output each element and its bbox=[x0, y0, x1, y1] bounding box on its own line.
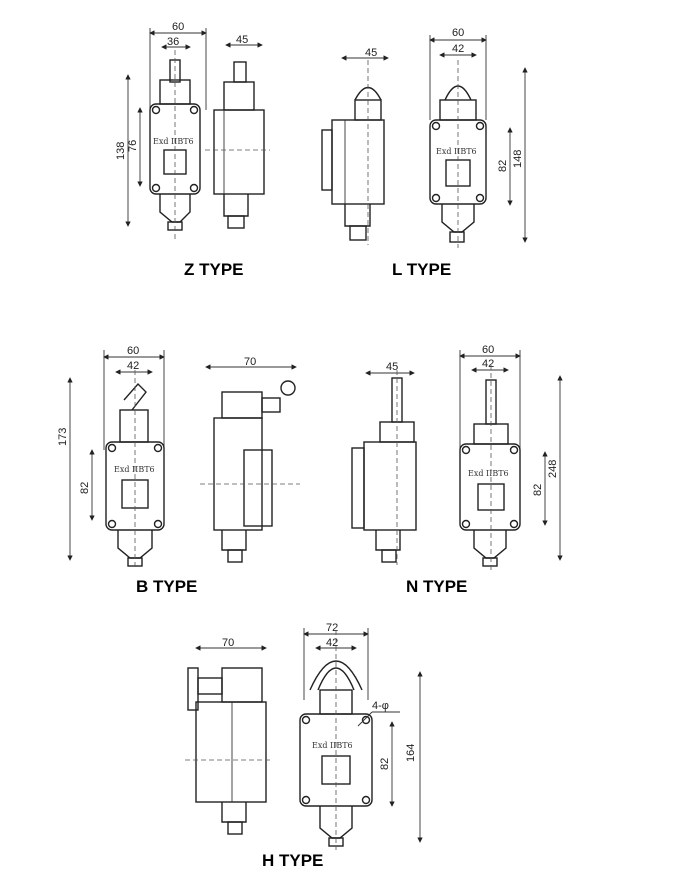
h-width-outer-dim: 72 bbox=[326, 622, 338, 634]
n-type-side-view: 45 bbox=[351, 361, 417, 565]
z-type-front-view: 60 36 138 76 Exd IIBT6 bbox=[115, 21, 207, 240]
h-width-inner-dim: 42 bbox=[326, 637, 338, 649]
z-width-outer-dim: 60 bbox=[172, 21, 184, 33]
n-type-label: N TYPE bbox=[406, 577, 467, 596]
h-height-total-dim: 164 bbox=[405, 744, 417, 762]
n-width-inner-dim: 42 bbox=[482, 358, 494, 370]
l-marking-text: Exd IIBT6 bbox=[436, 147, 477, 156]
l-width-inner-dim: 42 bbox=[452, 43, 464, 55]
z-type-side-view: 45 bbox=[205, 34, 270, 229]
h-height-mount-dim: 82 bbox=[379, 758, 391, 770]
h-holes-label: 4-φ bbox=[372, 700, 389, 712]
z-height-total-dim: 138 bbox=[115, 142, 127, 160]
n-height-total-dim: 248 bbox=[547, 460, 559, 478]
h-type-side-view: 70 bbox=[185, 637, 272, 835]
z-width-inner-dim: 36 bbox=[167, 36, 179, 48]
l-height-total-dim: 148 bbox=[512, 150, 524, 168]
h-type-label: H TYPE bbox=[262, 851, 323, 870]
b-side-width-dim: 70 bbox=[244, 356, 256, 368]
z-marking-text: Exd IIBT6 bbox=[153, 137, 194, 146]
h-side-width-dim: 70 bbox=[222, 637, 234, 649]
n-side-width-dim: 45 bbox=[386, 361, 398, 373]
b-width-inner-dim: 42 bbox=[127, 360, 139, 372]
b-type-side-view: 70 bbox=[200, 356, 300, 563]
l-type-label: L TYPE bbox=[392, 260, 451, 279]
l-width-outer-dim: 60 bbox=[452, 27, 464, 39]
l-type-side-view: 45 bbox=[321, 47, 389, 245]
h-marking-text: Exd IIBT6 bbox=[312, 741, 353, 750]
b-height-mount-dim: 82 bbox=[79, 482, 91, 494]
n-marking-text: Exd IIBT6 bbox=[468, 469, 509, 478]
n-width-outer-dim: 60 bbox=[482, 344, 494, 356]
b-width-outer-dim: 60 bbox=[127, 345, 139, 357]
h-type-front-view: 72 42 Exd IIBT6 4-φ 164 82 bbox=[299, 622, 423, 850]
n-height-mount-dim: 82 bbox=[532, 484, 544, 496]
z-side-width-dim: 45 bbox=[236, 34, 248, 46]
b-marking-text: Exd IIBT6 bbox=[114, 465, 155, 474]
l-type-front-view: 60 42 148 82 Exd IIBT6 bbox=[429, 27, 528, 248]
l-height-mount-dim: 82 bbox=[497, 160, 509, 172]
z-height-mount-dim: 76 bbox=[127, 140, 139, 152]
n-type-front-view: 60 42 248 82 Exd IIBT6 bbox=[459, 344, 563, 570]
b-type-front-view: 60 42 173 82 Exd IIBT6 bbox=[57, 345, 165, 570]
l-side-width-dim: 45 bbox=[365, 47, 377, 59]
z-type-label: Z TYPE bbox=[184, 260, 244, 279]
b-height-total-dim: 173 bbox=[57, 428, 69, 446]
b-type-label: B TYPE bbox=[136, 577, 197, 596]
